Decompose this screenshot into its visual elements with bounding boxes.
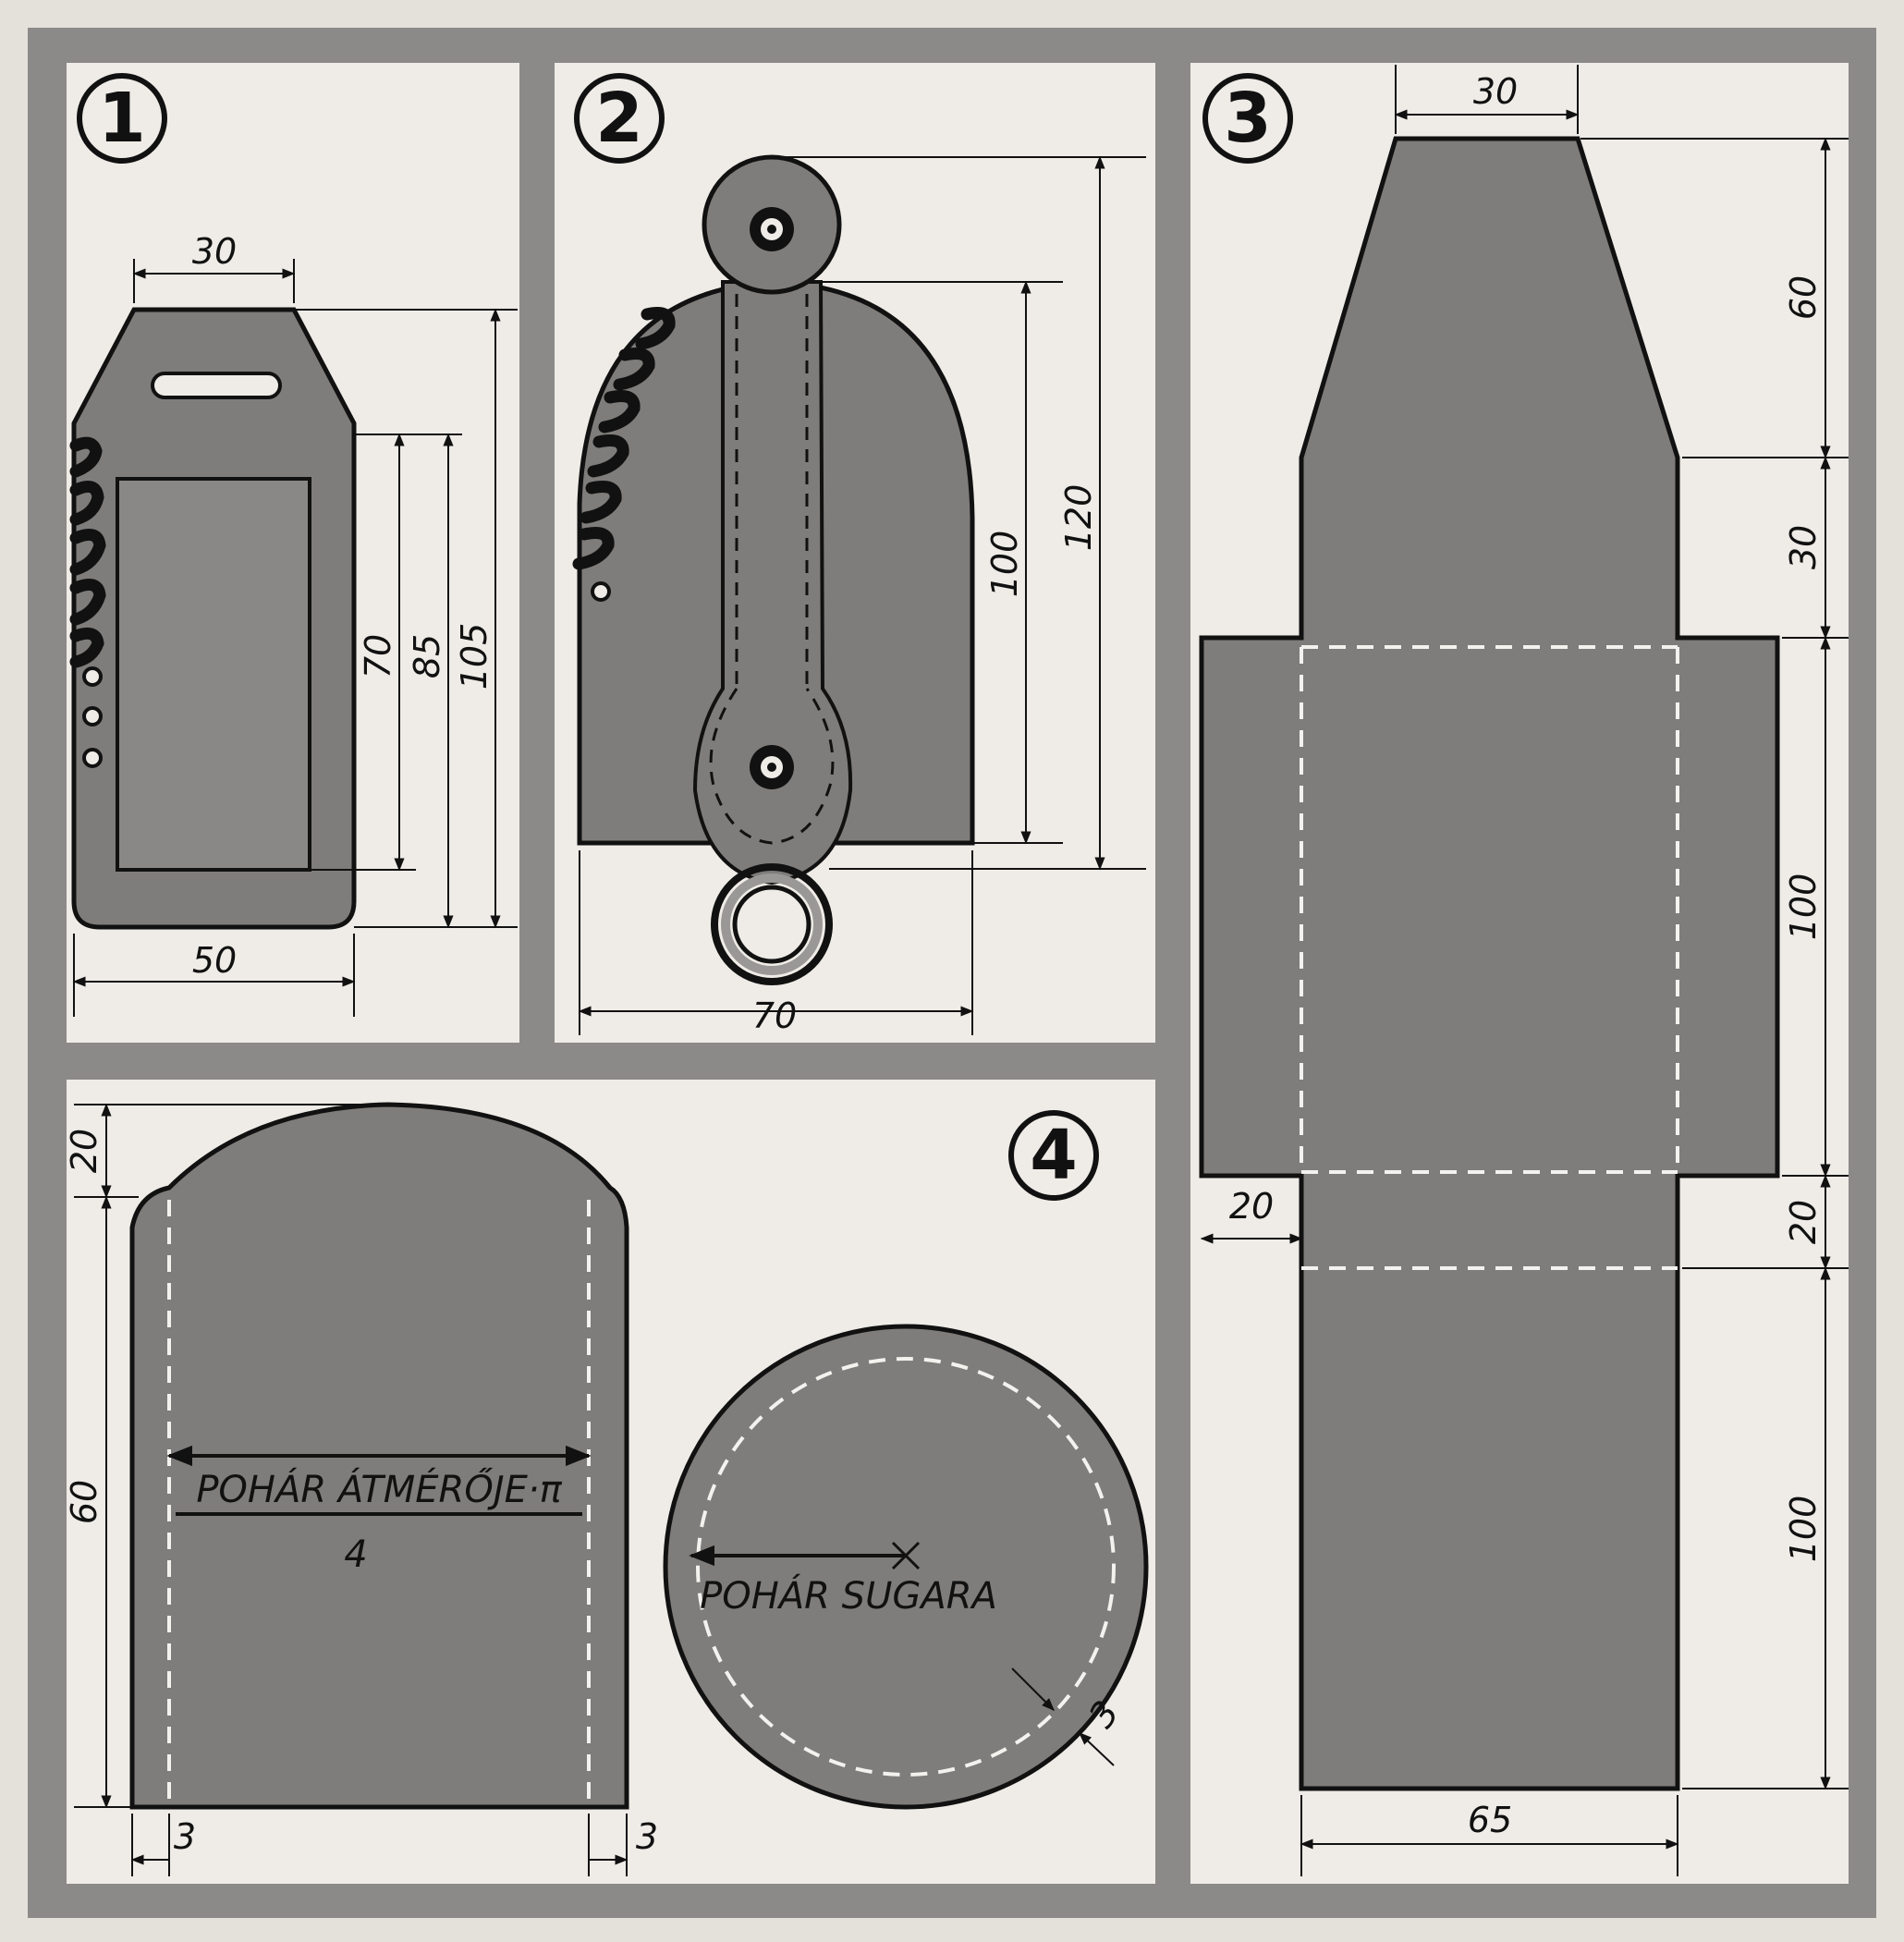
figure-2: 2: [572, 73, 1146, 1036]
dim-h-30: 30: [1783, 525, 1824, 569]
strap-fold-lines: [709, 294, 835, 845]
dim-bottom-65: 65: [1468, 1800, 1512, 1840]
dim-bottom-width: 50: [192, 940, 237, 981]
key-ring: [711, 863, 833, 985]
figure-4: 4 POHÁR ÁTMÉRŐJE·π 4 20 60 3 3: [64, 1102, 1149, 1876]
dim-inner-height: 70: [358, 634, 398, 678]
tag-slot: [151, 372, 282, 399]
box-net: [1199, 136, 1780, 1791]
dim-top-width: 30: [1473, 71, 1518, 112]
lacing-stitches: [572, 307, 676, 570]
dim-h-20: 20: [64, 1129, 104, 1173]
lacing-stitches: [69, 436, 106, 668]
panel-number: 3: [1224, 79, 1272, 158]
base-circle: [663, 1324, 1149, 1810]
dim-h-20: 20: [1783, 1200, 1824, 1244]
dim-height-100: 100: [984, 531, 1025, 598]
center-mark: [891, 1541, 921, 1570]
lace-hole: [591, 581, 611, 602]
dim-top-width: 30: [192, 231, 237, 272]
dim-width-70: 70: [752, 995, 797, 1036]
figure-3: 3 30 60 30 100 20 100 2: [1199, 65, 1849, 1876]
dimension-line: [1078, 1732, 1115, 1766]
panel-number-circle: [1008, 1110, 1099, 1201]
dim-total-height: 105: [454, 623, 494, 690]
panel-number: 4: [1030, 1116, 1078, 1195]
label-diameter: POHÁR ÁTMÉRŐJE·π: [196, 1466, 562, 1511]
panel-number-circle: [1202, 73, 1293, 164]
rivet-top: [750, 207, 794, 251]
panel-number: 2: [595, 79, 643, 158]
lace-hole: [82, 748, 103, 768]
label-radius: POHÁR SUGARA: [700, 1573, 997, 1618]
dim-height-120: 120: [1058, 484, 1099, 552]
dimension-line: [1011, 1667, 1055, 1711]
base-circle-seam: [696, 1357, 1116, 1777]
seam-lines: [167, 1200, 591, 1802]
dim-h-100a: 100: [1783, 873, 1824, 941]
tag-window: [116, 477, 311, 872]
dim-mid-height: 85: [407, 634, 447, 678]
dim-h-60: 60: [64, 1480, 104, 1524]
dim-margin-right: 3: [636, 1816, 658, 1857]
dim-side-20: 20: [1229, 1186, 1274, 1227]
panel-number-circle: [77, 73, 167, 164]
panel-number-circle: [574, 73, 665, 164]
lace-hole: [82, 666, 103, 687]
lace-hole: [82, 706, 103, 727]
dim-h-60: 60: [1783, 275, 1824, 320]
dim-margin-left: 3: [174, 1816, 196, 1857]
dim-h-100b: 100: [1783, 1496, 1824, 1563]
fold-lines: [1300, 645, 1679, 1270]
panel-number: 1: [98, 79, 146, 158]
figure-1: 1 30 70 85 105 50: [69, 73, 518, 1017]
rivet-bottom: [750, 745, 794, 789]
label-divisor: 4: [344, 1533, 367, 1576]
